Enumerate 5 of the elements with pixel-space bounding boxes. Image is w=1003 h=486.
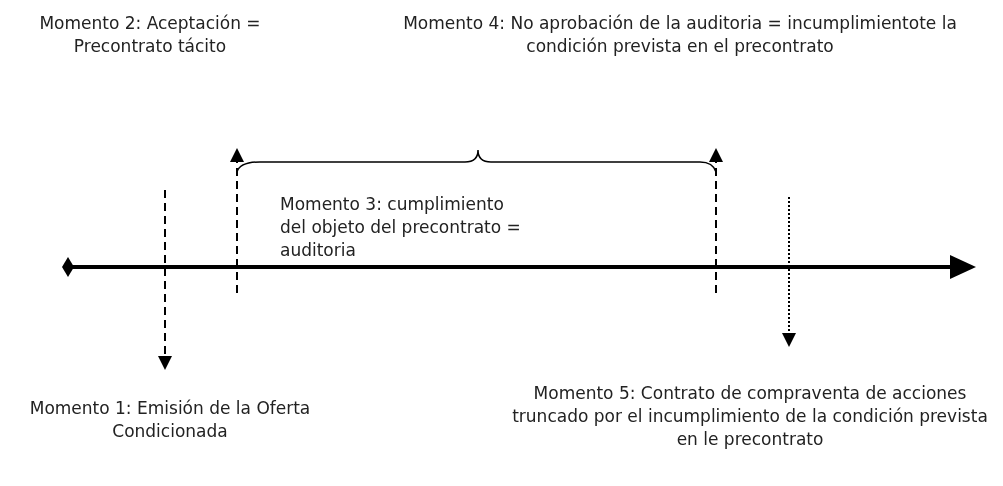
moment-label: Momento 3: cumplimiento del objeto del precontrato = auditoria [280,193,522,262]
moment-label: Momento 5: Contrato de compraventa de acciones truncado por el incumplimiento de la condición prevista en le precontrato [511,382,989,451]
moment-label: Momento 2: Aceptación = Precontrato tácito [38,12,262,58]
moment-label: Momento 4: No aprobación de la auditoria = incumplimientote la condición prevista en el precontrato [402,12,958,58]
moment-label: Momento 1: Emisión de la Oferta Condicionada [28,397,312,443]
